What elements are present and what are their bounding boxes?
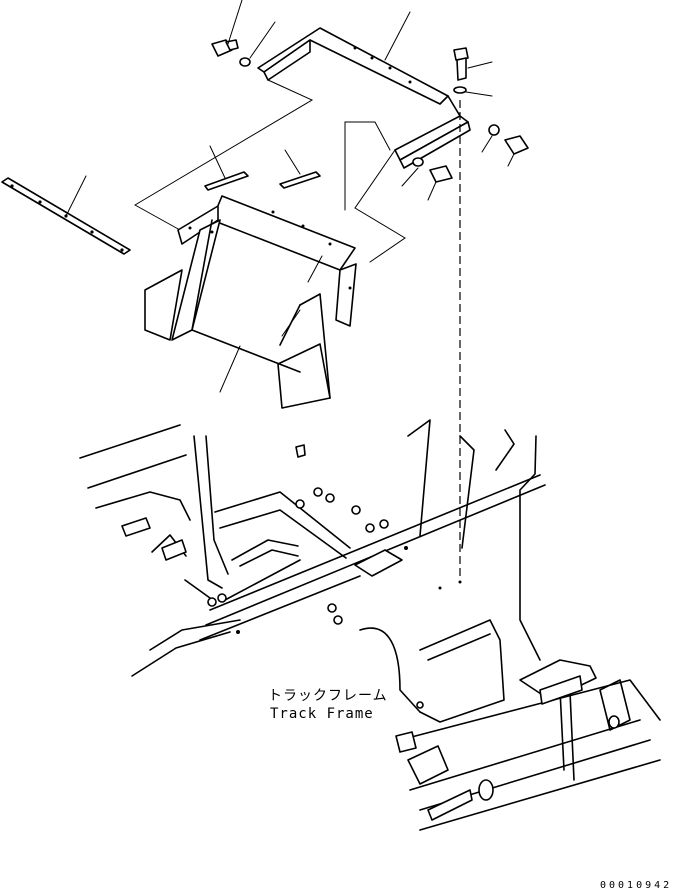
washer-top-left bbox=[239, 21, 276, 67]
assembly-outline bbox=[134, 79, 406, 263]
bolt-mid bbox=[427, 165, 453, 201]
left-strip bbox=[1, 175, 131, 255]
drawing-number: 00010942 bbox=[600, 880, 672, 891]
top-bracket bbox=[257, 11, 449, 105]
track-frame bbox=[79, 419, 546, 677]
track-frame-label-en: Track Frame bbox=[270, 706, 374, 722]
right-bracket bbox=[394, 95, 471, 169]
small-plate-left bbox=[204, 145, 249, 191]
track-frame-lower bbox=[359, 619, 661, 831]
washer-top-right bbox=[453, 86, 493, 97]
washer-mid bbox=[401, 157, 424, 187]
bolt-top-right bbox=[453, 47, 493, 81]
washer-right bbox=[481, 124, 500, 153]
cover-plate bbox=[144, 195, 357, 409]
track-frame-label-jp: トラックフレーム bbox=[268, 688, 388, 704]
small-plate-right bbox=[279, 149, 321, 189]
bolt-top-left bbox=[211, 0, 243, 57]
nut-right bbox=[504, 135, 529, 167]
